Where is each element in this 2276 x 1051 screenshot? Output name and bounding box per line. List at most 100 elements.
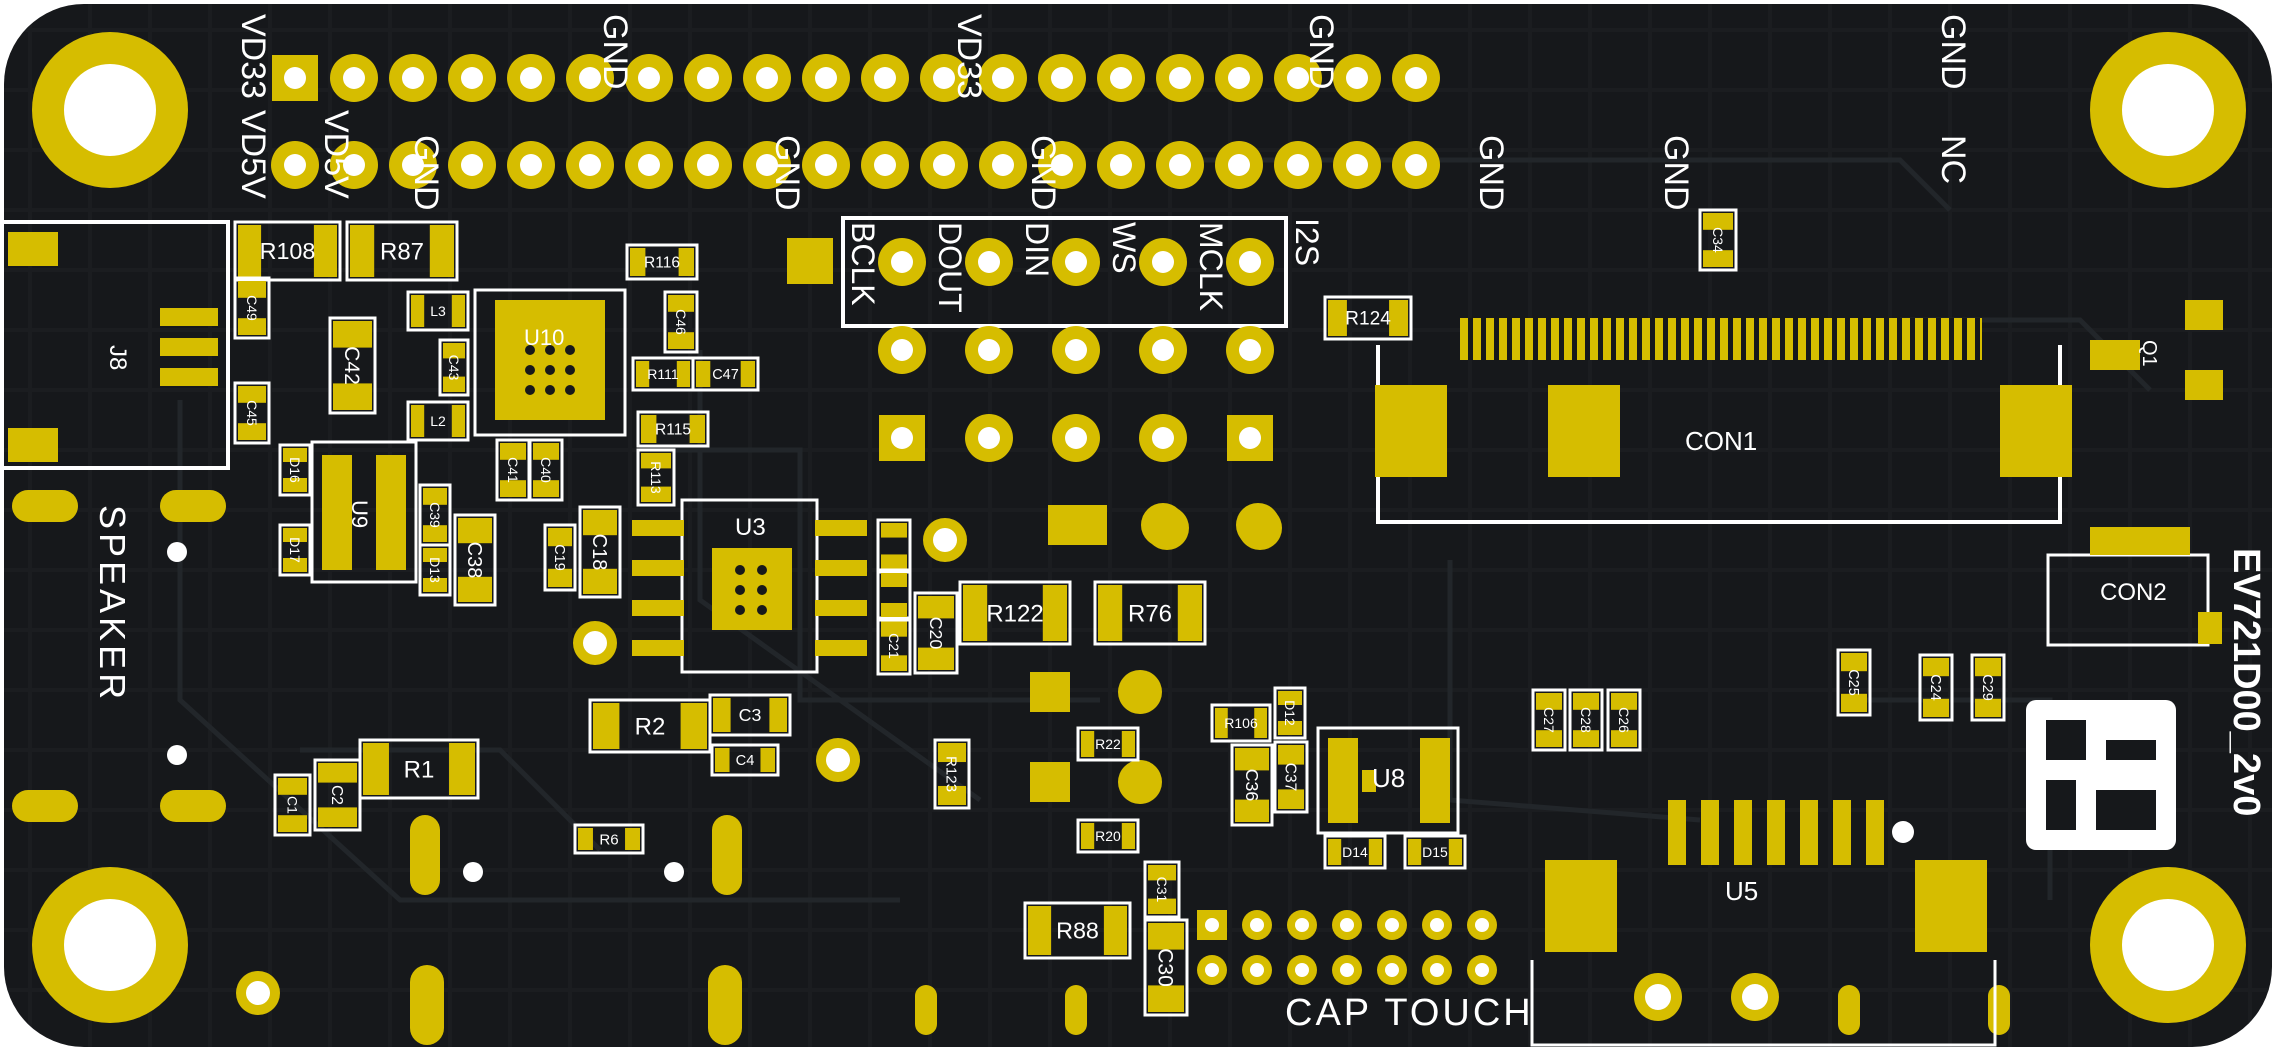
cap-touch-label: CAP TOUCH: [1285, 992, 1534, 1034]
ref-r115: R115: [655, 421, 691, 438]
component-r22: R22: [1076, 726, 1140, 762]
ref-c29: C29: [1979, 674, 1995, 701]
ref-r108: R108: [260, 238, 316, 264]
ref-d17: D17: [287, 537, 303, 563]
ref-u8: U8: [1372, 763, 1405, 793]
component-c49: C49: [233, 276, 271, 340]
header-top-label: VD33: [950, 14, 988, 99]
component-c42: C42: [328, 316, 377, 415]
ref-c37: C37: [1282, 763, 1299, 792]
i2s-block: I2S BCLK DOUT DIN WS MCLK: [787, 216, 1325, 550]
ref-c41: C41: [505, 457, 521, 483]
ref-con1: CON1: [1685, 426, 1757, 456]
ref-r88: R88: [1056, 918, 1099, 944]
component-l2: L2: [406, 400, 470, 442]
ref-c27: C27: [1541, 707, 1557, 733]
header-bottom-label: GND: [407, 135, 445, 211]
ref-d12: D12: [1282, 700, 1298, 726]
ref-c30: C30: [1154, 948, 1177, 987]
ref-u5: U5: [1725, 876, 1758, 906]
ref-u3: U3: [735, 514, 766, 541]
component-c31: C31: [1143, 860, 1181, 919]
component-c46: C46: [663, 290, 699, 354]
component-c18: C18: [578, 505, 622, 599]
ref-q1: Q1: [2138, 340, 2160, 367]
ref-j8: J8: [104, 345, 131, 370]
header-bottom-label: GND: [1657, 135, 1695, 211]
component-r21: [876, 518, 912, 574]
header-bottom-label: GND: [768, 135, 806, 211]
header-bottom-label: GND: [1472, 135, 1510, 211]
component-c47: C47: [691, 356, 760, 392]
chip-u8: U8: [1316, 726, 1460, 835]
i2s-title: I2S: [1289, 218, 1325, 266]
component-r88: R88: [1023, 901, 1132, 960]
component-r20: R20: [1076, 818, 1140, 854]
i2s-pin-label: MCLK: [1193, 222, 1229, 311]
ref-d14: D14: [1342, 844, 1368, 860]
header-bottom-label: VD5V: [317, 110, 355, 199]
ref-c42: C42: [340, 346, 363, 385]
i2s-pin-label: WS: [1106, 222, 1142, 274]
ref-c46: C46: [673, 309, 689, 335]
ref-r106: R106: [1224, 715, 1258, 731]
ref-c26: C26: [1616, 707, 1632, 733]
component-r6: R6: [573, 823, 645, 855]
ref-d16: D16: [287, 457, 303, 483]
component-l3: L3: [406, 290, 470, 332]
component-d16: D16: [278, 443, 312, 497]
i2s-pin-label: DIN: [1019, 222, 1055, 277]
ref-u9: U9: [347, 500, 372, 528]
ref-c36: C36: [1242, 769, 1262, 802]
test-pads: [1030, 503, 1280, 804]
ref-c28: C28: [1578, 707, 1594, 733]
component-c45: C45: [233, 381, 271, 445]
ref-c18: C18: [588, 534, 610, 571]
ref-c38: C38: [463, 542, 485, 579]
component-d12: D12: [1273, 686, 1307, 740]
ref-c47: C47: [712, 367, 739, 383]
header-bottom-label: VD5V: [234, 110, 272, 199]
cap-touch-header: [1197, 910, 1497, 985]
component-c25: C25: [1836, 648, 1872, 717]
ref-u10: U10: [524, 325, 564, 350]
ref-c45: C45: [244, 400, 260, 426]
i2s-pin-label: DOUT: [932, 222, 968, 313]
ref-c40: C40: [538, 457, 554, 483]
component-r113: R113: [636, 448, 676, 507]
ref-r111: R111: [647, 366, 679, 382]
component-r116: R116: [625, 243, 699, 281]
ref-r87: R87: [380, 238, 424, 265]
component-r124: R124: [1323, 295, 1413, 341]
component-r108: R108: [233, 220, 342, 282]
ref-c25: C25: [1845, 669, 1861, 696]
component-c43: C43: [438, 338, 470, 397]
ref-r123: R123: [943, 756, 960, 792]
component-c24: C24: [1918, 653, 1954, 722]
ref-c2: C2: [328, 785, 345, 805]
gpio-header: [271, 54, 1440, 189]
ref-r122: R122: [986, 600, 1043, 627]
ref-c4: C4: [736, 753, 755, 769]
ref-c43: C43: [446, 355, 462, 381]
header-top-label: GND: [596, 14, 634, 90]
ref-l2: L2: [430, 413, 446, 429]
component-d14: D14: [1323, 834, 1387, 870]
header-bottom-label: NC: [1934, 135, 1972, 184]
component-r106: R106: [1210, 703, 1272, 743]
i2s-pin-label: BCLK: [845, 222, 881, 306]
ref-r20: R20: [1095, 828, 1121, 844]
ref-d13: D13: [427, 557, 443, 583]
ref-r113: R113: [648, 461, 664, 494]
component-r111: R111: [631, 356, 695, 392]
ref-r76: R76: [1128, 600, 1172, 627]
component-c20: C20: [913, 591, 959, 675]
bottom-pads: [236, 518, 1779, 1021]
ref-c3: C3: [739, 705, 762, 725]
speaker-pads: [12, 490, 2010, 1045]
ref-c31: C31: [1154, 877, 1170, 903]
ref-r6: R6: [599, 831, 618, 848]
